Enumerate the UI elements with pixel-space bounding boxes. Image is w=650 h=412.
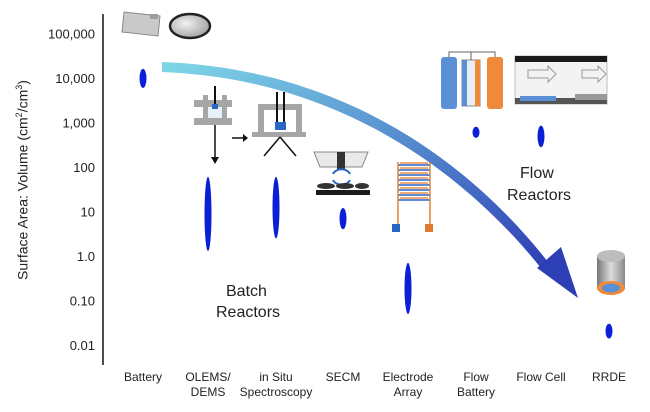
range-marker-5 xyxy=(472,126,480,138)
data-markers xyxy=(139,68,613,339)
electrode-array-icon xyxy=(392,162,433,232)
spectroscopy-cell-icon xyxy=(252,92,306,157)
y-tick-label: 10 xyxy=(81,205,95,220)
flow-battery-icon xyxy=(441,51,503,109)
range-marker-3 xyxy=(339,207,347,230)
range-marker-6 xyxy=(537,125,545,148)
battery-pouch-icon xyxy=(121,11,161,37)
range-marker-7 xyxy=(605,323,613,339)
range-marker-2 xyxy=(272,176,280,239)
y-tick-label: 0.10 xyxy=(70,294,95,309)
x-category-label: Flow Cell xyxy=(516,370,565,384)
y-ticks: 100,000 10,000 1,000 100 10 1.0 0.10 0.01 xyxy=(48,27,95,354)
range-marker-1 xyxy=(204,176,212,251)
trend-arrow-head xyxy=(537,247,578,298)
y-tick-label: 10,000 xyxy=(55,71,95,86)
y-tick-label: 1.0 xyxy=(77,249,95,264)
range-marker-4 xyxy=(404,262,412,314)
x-category-label: SECM xyxy=(326,370,361,384)
x-category-label: OLEMS/DEMS xyxy=(185,370,231,399)
rrde-electrode-icon xyxy=(597,250,625,295)
y-tick-label: 100,000 xyxy=(48,27,95,42)
x-category-label: Battery xyxy=(124,370,162,384)
coin-cell-icon xyxy=(168,12,212,40)
annotation-batch-reactors: Batch Reactors xyxy=(216,283,280,321)
olems-cell-icon xyxy=(194,86,248,164)
x-category-label: RRDE xyxy=(592,370,626,384)
secm-setup-icon xyxy=(313,151,370,195)
y-tick-label: 1,000 xyxy=(62,116,95,131)
y-tick-label: 0.01 xyxy=(70,338,95,353)
range-marker-0 xyxy=(139,68,147,88)
annotation-flow-reactors: Flow Reactors xyxy=(507,165,571,204)
flow-cell-icon xyxy=(514,55,608,105)
y-tick-label: 100 xyxy=(73,160,95,175)
